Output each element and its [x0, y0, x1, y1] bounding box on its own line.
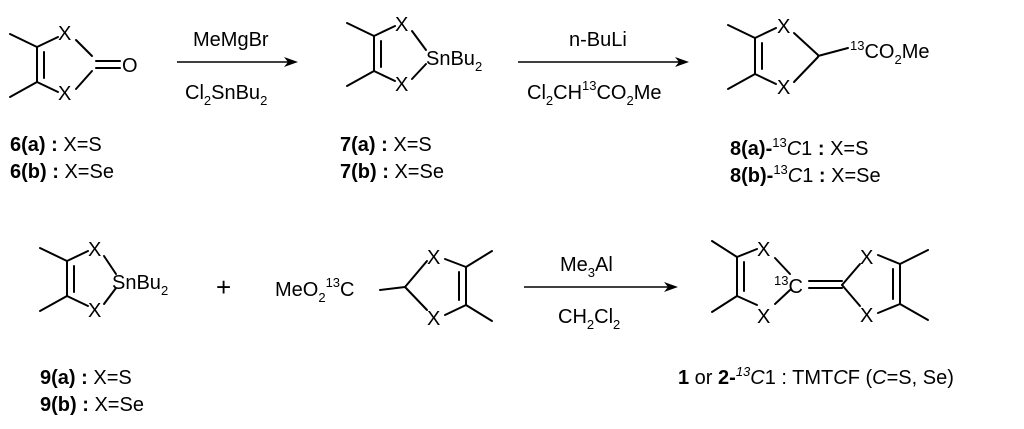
arrowhead	[675, 57, 689, 67]
reaction-arrow-1: MeMgBr Cl2SnBu2	[177, 29, 298, 108]
bond	[711, 240, 738, 258]
atom-x: X	[427, 247, 440, 269]
bond	[727, 24, 756, 39]
atom-snbu2: SnBu2	[112, 272, 168, 298]
atom-x: X	[777, 77, 790, 99]
bond	[711, 295, 738, 313]
atom-snbu2: SnBu2	[426, 48, 482, 74]
bond	[736, 248, 758, 258]
bond	[103, 255, 117, 275]
bond	[39, 247, 68, 262]
bond	[411, 30, 427, 51]
compound-8-structure: X X 13CO2Me	[727, 16, 930, 99]
bond	[877, 303, 901, 314]
compound-8-reactant-structure: MeO213C X X	[275, 247, 493, 330]
bond	[404, 260, 428, 288]
label-7a: 7(a) : X=S	[340, 134, 432, 156]
atom-x: X	[395, 14, 408, 36]
bond	[75, 70, 93, 90]
atom-x: X	[88, 300, 101, 322]
bond	[841, 284, 861, 307]
bond	[103, 287, 117, 305]
bond	[373, 70, 396, 82]
bond	[9, 81, 38, 98]
bond	[444, 258, 467, 268]
label-product: 1 or 2-13C1 : TMTCF (C=S, Se)	[678, 364, 954, 389]
bond	[877, 254, 901, 265]
atom-meo2-13c: MeO213C	[275, 275, 355, 305]
bond	[727, 73, 756, 90]
bond	[66, 295, 89, 307]
bond	[36, 36, 59, 48]
bond	[411, 63, 427, 80]
bond	[346, 70, 375, 87]
bond	[754, 73, 777, 85]
bond	[736, 295, 758, 306]
atom-x: X	[395, 74, 408, 96]
bond	[793, 56, 819, 83]
label-7b: 7(b) : X=Se	[340, 161, 444, 183]
bond	[774, 289, 791, 305]
bond	[444, 304, 467, 316]
atom-x: X	[757, 306, 770, 328]
reagent-above-2: n-BuLi	[569, 29, 627, 51]
bond	[465, 304, 493, 322]
atom-13c: 13C	[774, 273, 803, 298]
bond	[346, 22, 375, 37]
atom-x: X	[58, 23, 71, 45]
atom-x: X	[860, 247, 873, 269]
reagent-above-1: MeMgBr	[193, 29, 269, 51]
bond	[817, 47, 849, 57]
label-8b: 8(b)-13C1 : X=Se	[730, 162, 881, 187]
label-6a: 6(a) : X=S	[10, 134, 102, 156]
reagent-below-1: Cl2SnBu2	[185, 82, 267, 108]
reagent-above-3: Me3Al	[560, 254, 613, 280]
atom-o: O	[122, 55, 138, 77]
compound-9-structure: X X SnBu2	[39, 239, 168, 322]
reaction-arrow-2: n-BuLi Cl2CH13CO2Me	[518, 29, 689, 108]
bond	[793, 32, 819, 56]
bond	[404, 286, 428, 311]
atom-x: X	[427, 308, 440, 330]
atom-13co2me: 13CO2Me	[850, 38, 930, 67]
bond	[379, 286, 406, 291]
reagent-below-3: CH2Cl2	[558, 306, 620, 332]
arrowhead	[664, 282, 678, 292]
atom-x: X	[860, 305, 873, 327]
compound-7-structure: X X SnBu2	[346, 14, 482, 96]
reaction-arrow-3: Me3Al CH2Cl2	[524, 254, 678, 332]
label-9b: 9(b) : X=Se	[40, 394, 144, 416]
label-6b: 6(b) : X=Se	[10, 161, 114, 183]
atom-x: X	[757, 239, 770, 261]
compound-6-structure: X X O	[9, 23, 138, 105]
bond	[36, 81, 59, 93]
arrowhead	[284, 57, 298, 67]
bond	[66, 250, 89, 262]
label-9a: 9(a) : X=S	[40, 367, 132, 389]
bond	[75, 39, 93, 57]
bond	[754, 27, 777, 39]
bond	[465, 250, 493, 268]
bond	[774, 257, 791, 275]
bond	[841, 263, 861, 286]
bond	[899, 249, 929, 265]
bond	[899, 303, 929, 321]
bond	[39, 295, 68, 312]
atom-x: X	[58, 83, 71, 105]
atom-x: X	[88, 239, 101, 261]
atom-x: X	[777, 16, 790, 38]
reagent-below-2: Cl2CH13CO2Me	[527, 78, 662, 108]
plus-sign: +	[216, 272, 231, 302]
product-structure: X X 13C X X	[711, 239, 929, 328]
label-8a: 8(a)-13C1 : X=S	[730, 135, 868, 160]
bond	[373, 25, 396, 37]
bond	[9, 33, 38, 48]
